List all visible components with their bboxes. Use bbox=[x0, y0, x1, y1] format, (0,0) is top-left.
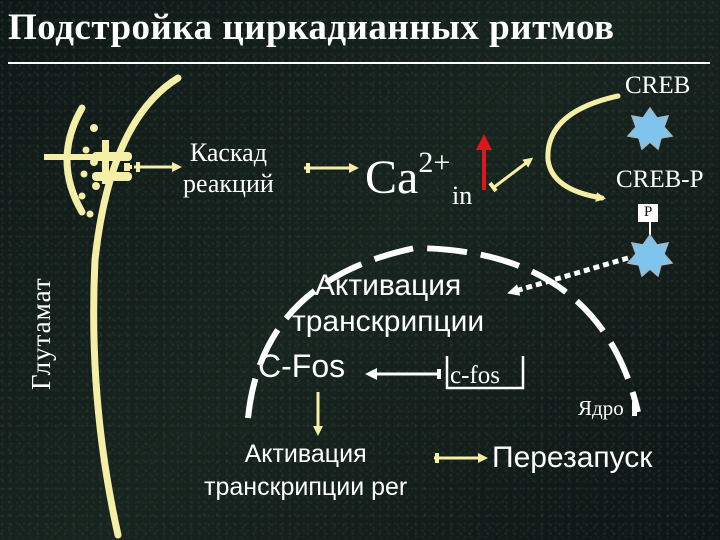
nucleus-label: Ядро bbox=[578, 396, 624, 420]
title-underline bbox=[8, 62, 710, 64]
arrow-calcium-to-creb bbox=[488, 157, 534, 193]
arrow-per-to-restart bbox=[434, 453, 488, 463]
page-title: Подстройка циркадианных ритмов bbox=[8, 7, 615, 48]
per-activation-line-1: Активация bbox=[244, 440, 367, 468]
calcium-subscript: in bbox=[452, 181, 473, 210]
glutamate-dots bbox=[78, 124, 100, 218]
phosphate-label: P bbox=[644, 204, 653, 220]
arrow-cascade-to-calcium bbox=[304, 163, 359, 173]
cascade-line-1: Каскад bbox=[189, 138, 267, 167]
cascade-label: Каскад реакций bbox=[183, 137, 274, 199]
nucleus-envelope bbox=[245, 244, 641, 419]
crebp-star-icon bbox=[626, 233, 674, 278]
phosphate-box bbox=[638, 204, 658, 222]
per-activation-label: Активация транскрипции per bbox=[204, 438, 407, 504]
transcription-activation-label: Активация транскрипции bbox=[292, 268, 484, 340]
transcription-activation-line-1: Активация bbox=[314, 269, 462, 302]
cascade-line-2: реакций bbox=[183, 169, 274, 198]
arrow-crebp-to-activation bbox=[507, 255, 629, 296]
cfos-gene-label: c-fos bbox=[450, 362, 500, 389]
glutamate-label: Глутамат bbox=[26, 277, 56, 390]
calcium-increase-arrow bbox=[476, 134, 492, 190]
calcium-symbol: Ca bbox=[365, 151, 419, 204]
arrow-receptor-to-cascade bbox=[134, 162, 182, 172]
arrow-creb-to-crebp bbox=[545, 93, 621, 202]
cfos-protein-label: C-Fos bbox=[258, 348, 346, 384]
arrow-cfos-to-protein bbox=[365, 368, 441, 380]
calcium-label: Ca2+ bbox=[365, 140, 450, 205]
crebp-label: CREB-P bbox=[616, 166, 704, 193]
creb-star-icon bbox=[626, 106, 674, 151]
transcription-activation-line-2: транскрипции bbox=[292, 305, 485, 338]
cell-membrane bbox=[90, 74, 182, 539]
creb-label: CREB bbox=[625, 72, 691, 99]
cfos-gene-box bbox=[445, 356, 525, 390]
glutamate-receptor bbox=[44, 104, 132, 216]
restart-label: Перезапуск bbox=[492, 441, 653, 474]
per-activation-line-2: транскрипции per bbox=[204, 473, 408, 501]
calcium-charge: 2+ bbox=[418, 146, 451, 179]
